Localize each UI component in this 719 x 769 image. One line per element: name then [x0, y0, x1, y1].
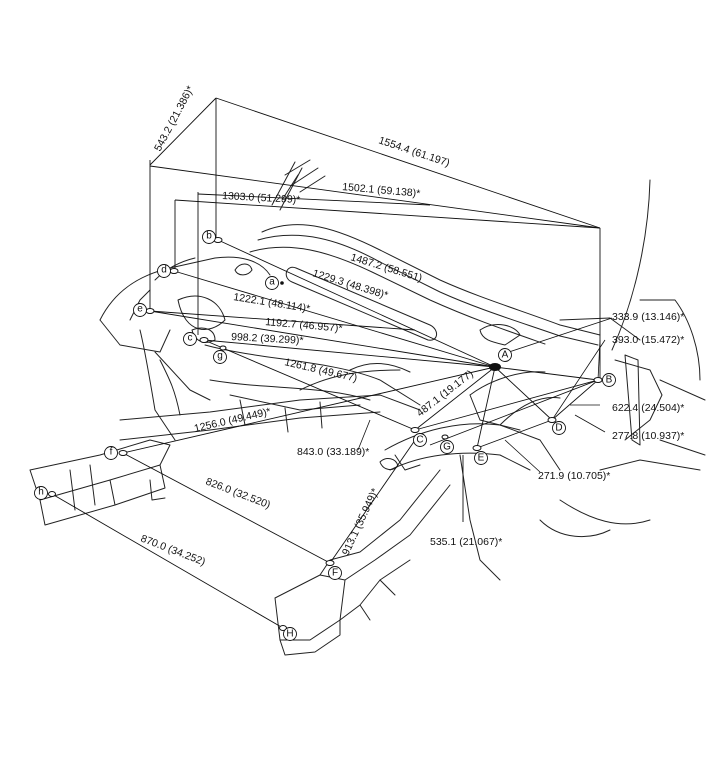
- point-d: d: [157, 264, 171, 278]
- point-b: b: [202, 230, 216, 244]
- svg-text:H: H: [286, 629, 293, 640]
- dim-622-4: 622.4 (24.504)*: [612, 402, 684, 414]
- svg-text:c: c: [188, 333, 193, 344]
- svg-text:C: C: [416, 435, 423, 446]
- svg-text:d: d: [161, 265, 167, 276]
- svg-text:e: e: [137, 304, 143, 315]
- dim-271-9: 271.9 (10.705)*: [538, 470, 610, 482]
- svg-text:E: E: [478, 453, 485, 464]
- point-H: H: [283, 627, 297, 641]
- mount-holes: [48, 237, 603, 631]
- dim-333-9: 333.9 (13.146)*: [612, 311, 684, 323]
- point-c: c: [183, 332, 197, 346]
- dim-1502-1: 1502.1 (59.138)*: [342, 181, 421, 200]
- dimension-lines: [51, 97, 613, 629]
- svg-text:G: G: [443, 442, 451, 453]
- point-D: D: [552, 421, 566, 435]
- dim-826-0: 826.0 (32.520): [204, 476, 272, 512]
- svg-text:b: b: [206, 231, 212, 242]
- svg-text:D: D: [555, 423, 562, 434]
- svg-text:f: f: [110, 447, 113, 458]
- dim-1487-2: 1487.2 (58.551): [349, 251, 423, 284]
- point-a: a: [265, 276, 279, 290]
- point-labels: A B C D E F G H a b c d e f g h: [34, 230, 616, 641]
- point-h: h: [34, 486, 48, 500]
- dim-277-8: 277.8 (10.937)*: [612, 430, 684, 442]
- point-e: e: [133, 303, 147, 317]
- dim-998-2: 998.2 (39.299)*: [231, 331, 304, 347]
- svg-text:A: A: [502, 350, 509, 361]
- svg-text:B: B: [606, 375, 613, 386]
- body-outline: [29, 159, 706, 656]
- point-E: E: [474, 451, 488, 465]
- point-B: B: [602, 373, 616, 387]
- dim-543-2: 543.2 (21.386)*: [152, 84, 197, 154]
- svg-text:F: F: [332, 568, 338, 579]
- dim-1229-3: 1229.3 (48.398)*: [311, 267, 389, 301]
- dim-1554-4: 1554.4 (61.197): [377, 134, 451, 169]
- dim-393-0: 393.0 (15.472)*: [612, 334, 684, 346]
- svg-text:h: h: [38, 487, 44, 498]
- point-g: g: [213, 350, 227, 364]
- dim-1261-8: 1261.8 (49.677): [283, 356, 358, 384]
- point-C: C: [413, 433, 427, 447]
- dim-1303-0: 1303.0 (51.299)*: [222, 190, 301, 206]
- dim-913-1: 913.1 (35.949)*: [340, 487, 381, 558]
- dim-487-1: 487.1 (19.177): [414, 368, 475, 420]
- dim-1256-0: 1256.0 (49.449)*: [193, 406, 272, 435]
- svg-text:a: a: [269, 277, 275, 288]
- point-A: A: [498, 348, 512, 362]
- point-G: G: [440, 440, 454, 454]
- point-f: f: [104, 446, 118, 460]
- dim-843-0: 843.0 (33.189)*: [297, 446, 369, 458]
- point-F: F: [328, 566, 342, 580]
- dimension-labels: 543.2 (21.386)* 1554.4 (61.197) 1502.1 (…: [139, 84, 684, 568]
- dim-535-1: 535.1 (21.067)*: [430, 536, 502, 548]
- dim-1222-1: 1222.1 (48.114)*: [233, 291, 311, 315]
- svg-text:g: g: [217, 351, 223, 362]
